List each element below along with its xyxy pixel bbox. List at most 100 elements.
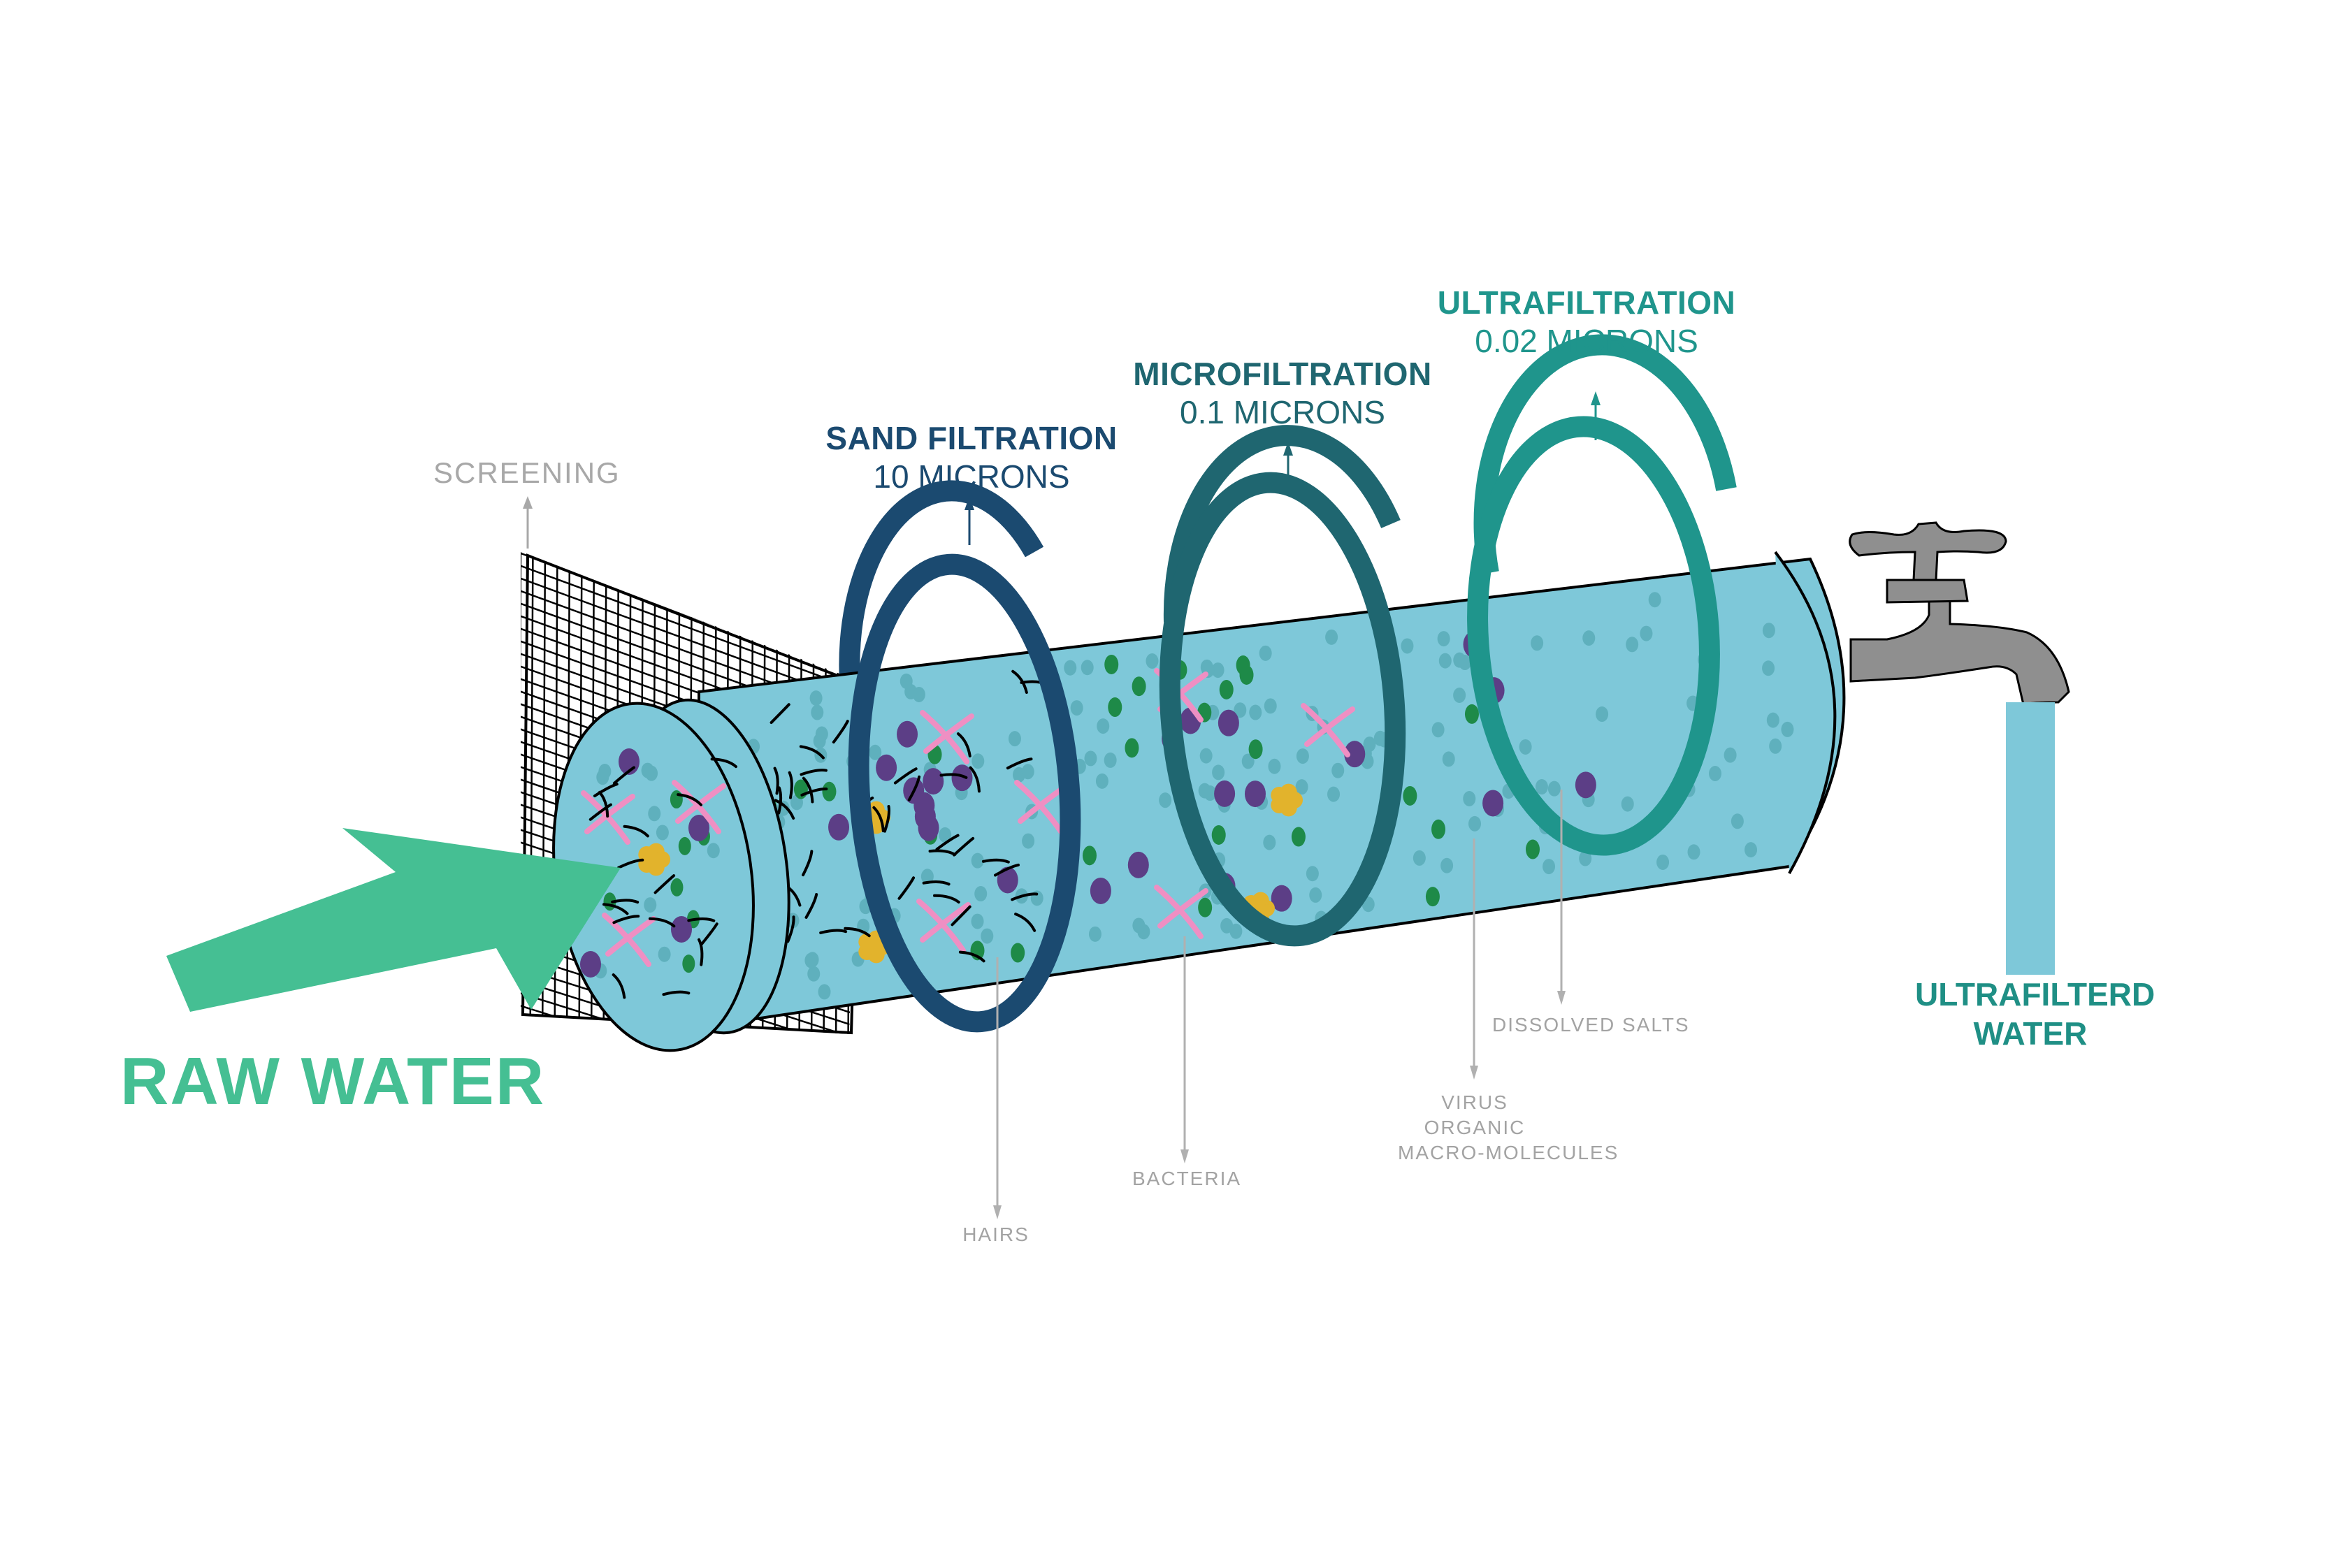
particle-hair [648, 917, 676, 928]
particle [678, 836, 691, 855]
particle-hair [893, 767, 918, 785]
tap-bonnet [1886, 579, 1969, 604]
particle [828, 813, 850, 841]
particle-hair [1011, 669, 1028, 694]
microfiltration-title: MICROFILTRATION [1133, 356, 1432, 392]
particle-hair [800, 787, 828, 797]
sand-ring-back [839, 480, 1044, 700]
virus-label-line-1: VIRUS [1441, 1091, 1508, 1113]
particle [1125, 738, 1139, 758]
particle-hair [602, 903, 629, 915]
particle [1104, 654, 1119, 674]
particle [641, 762, 654, 778]
particle [1327, 786, 1341, 802]
particle [1425, 887, 1440, 907]
particle [1132, 676, 1146, 697]
sand-arrowhead [965, 496, 974, 510]
particle-hair [939, 773, 968, 779]
particle [1468, 815, 1481, 832]
particle-hair [612, 915, 640, 924]
particle [1463, 790, 1476, 806]
particle [1440, 857, 1454, 873]
screening-label: SCREENING [433, 456, 621, 489]
particle [596, 769, 609, 785]
particle-hair [687, 917, 716, 922]
virus-label: VIRUS ORGANIC MACRO-MOLECULES [1398, 1090, 1619, 1166]
particle [1132, 917, 1146, 934]
ultrafiltration-ring [1467, 416, 1720, 856]
particle-hair [928, 849, 957, 856]
particle [1268, 758, 1281, 774]
particle [1259, 645, 1272, 661]
particle [1769, 738, 1782, 754]
particle [1229, 923, 1243, 939]
particle [971, 753, 985, 769]
leader-arrows [523, 391, 1601, 1219]
particle-hair [773, 767, 779, 795]
particle [1296, 748, 1309, 764]
particle [1762, 660, 1775, 676]
particle-hair [819, 929, 848, 934]
particle-hair [698, 938, 704, 966]
particle [1464, 704, 1479, 724]
particle [1159, 792, 1172, 808]
micro-ring-back [1163, 425, 1401, 623]
particle-hair [994, 863, 1020, 877]
particle [1413, 850, 1426, 866]
particle [865, 938, 882, 955]
particle [1263, 834, 1276, 850]
particle-hair [799, 745, 825, 760]
particle [804, 952, 818, 968]
particle-hair [804, 893, 818, 919]
particle [1090, 877, 1111, 904]
mesh-line [554, 552, 558, 1034]
particle [1146, 653, 1159, 669]
particle [1724, 747, 1737, 763]
particle-hair [612, 973, 626, 999]
particle [1082, 845, 1097, 866]
particle [1127, 851, 1149, 878]
raw-water-arrow [166, 828, 621, 1012]
particle [644, 897, 657, 913]
particle-hair [872, 806, 885, 833]
sand-filtration-ring [848, 553, 1081, 1033]
particle [1295, 779, 1308, 795]
particle [951, 764, 973, 792]
particle-hair [935, 834, 960, 851]
particle [1011, 943, 1025, 963]
particle-hair [777, 786, 783, 815]
particle [1531, 635, 1544, 651]
hairs-arrowhead [993, 1205, 1002, 1219]
particle [920, 869, 934, 885]
particle-hair [653, 874, 676, 894]
particle [897, 720, 918, 748]
particle [1547, 781, 1561, 797]
particle [971, 913, 984, 929]
particle [1403, 785, 1417, 806]
particle [1236, 655, 1250, 676]
virus-label-line-3: MACRO-MOLECULES [1398, 1142, 1619, 1163]
particle [670, 878, 684, 896]
particle [1648, 592, 1661, 608]
particle [1626, 637, 1639, 653]
particle [811, 704, 824, 720]
particle [1331, 762, 1345, 778]
mesh-line [517, 1043, 867, 1150]
particle [1199, 748, 1213, 764]
particle [1687, 844, 1700, 860]
particle [1214, 780, 1236, 807]
particle [1244, 781, 1266, 808]
particle [1198, 897, 1213, 917]
particle [1104, 752, 1117, 768]
particle-hair [922, 880, 951, 886]
hairs-label: HAIRS [962, 1224, 1030, 1245]
particle-hair [802, 776, 814, 804]
particle [914, 803, 936, 830]
mesh-line [517, 1055, 867, 1162]
particle [1453, 687, 1466, 703]
ultrafiltration-title: ULTRAFILTRATION [1437, 284, 1736, 321]
particle [1291, 827, 1306, 847]
particle-cross [1301, 703, 1355, 757]
particle [1218, 709, 1239, 736]
bacteria-label: BACTERIA [1132, 1168, 1242, 1189]
